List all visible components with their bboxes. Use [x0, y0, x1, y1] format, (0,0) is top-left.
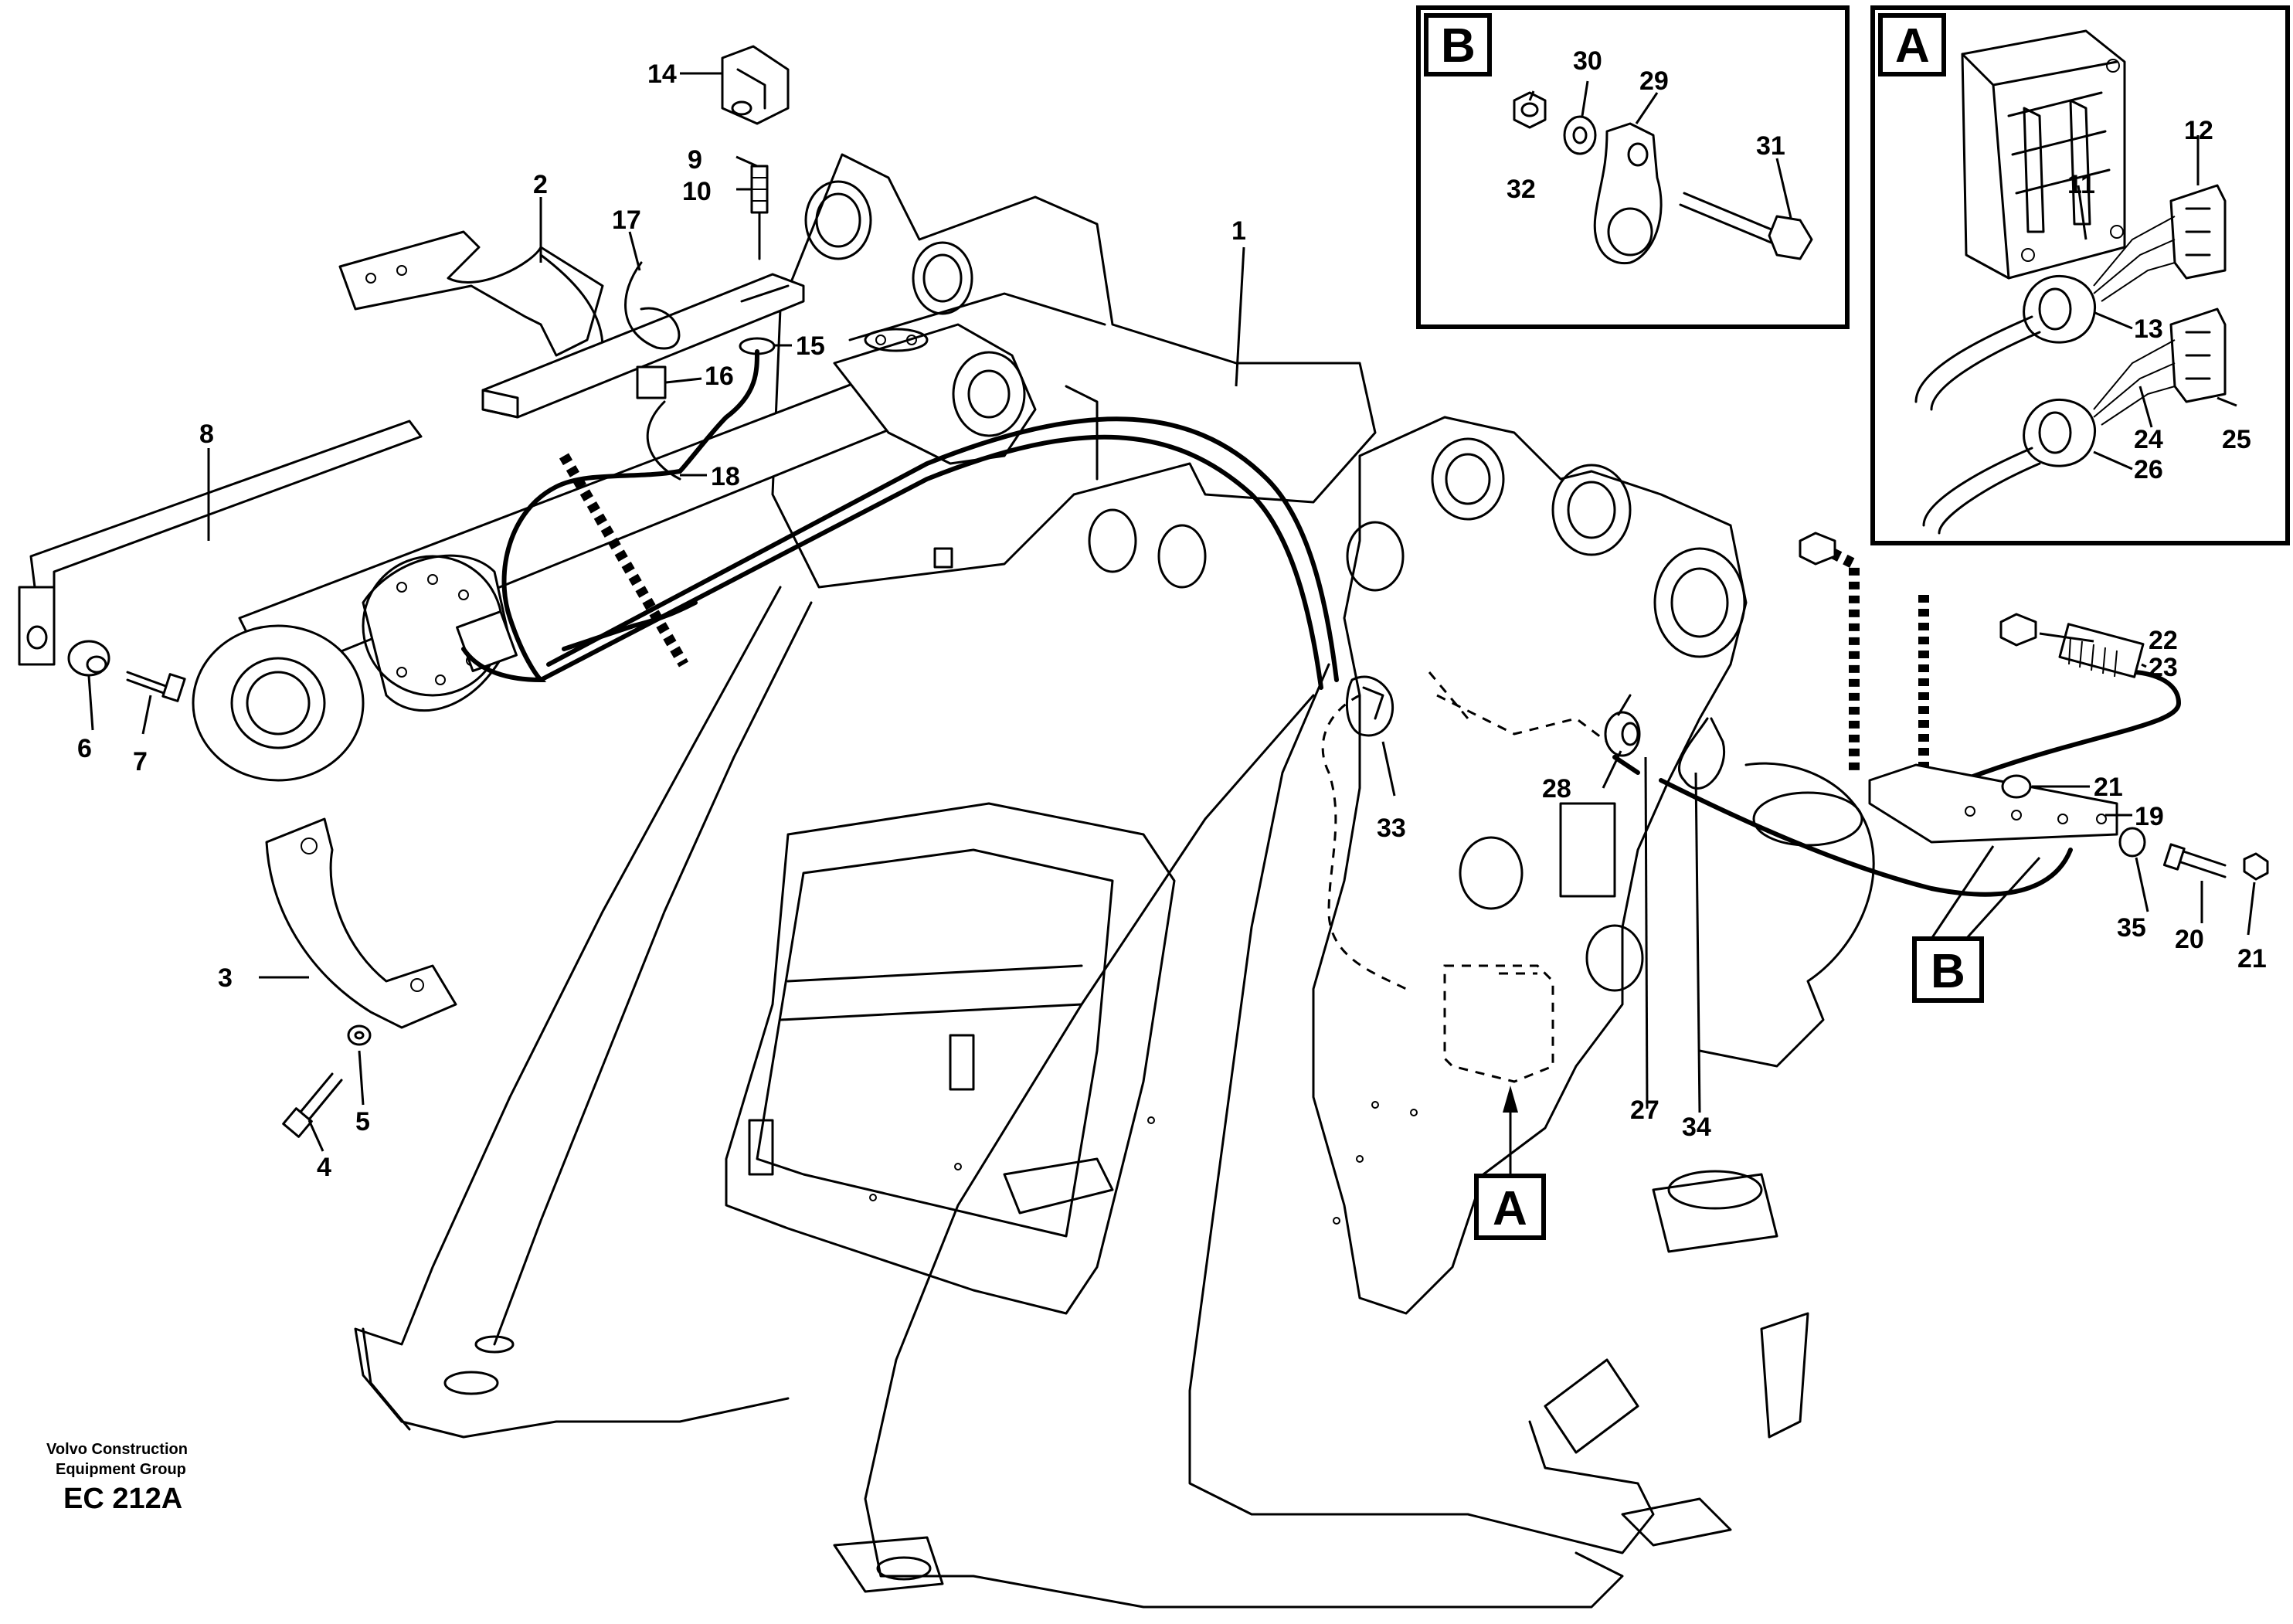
- clip-33: [1345, 675, 1394, 737]
- screw-4: [282, 1072, 343, 1138]
- callout-27: 27: [1630, 1096, 1659, 1125]
- callout-6: 6: [77, 734, 92, 763]
- callout-8: 8: [199, 420, 214, 449]
- bracket-19: [1868, 763, 2118, 844]
- nut-upper-left: [1799, 532, 1836, 566]
- callout-7: 7: [133, 747, 148, 776]
- sensor-9: [750, 165, 769, 260]
- callout-14: 14: [647, 59, 677, 89]
- ref-box-b: [1912, 936, 1984, 1003]
- sensor-22: [2058, 623, 2145, 678]
- callout-9: 9: [688, 145, 702, 175]
- clamp-strap-2: [338, 230, 604, 357]
- callout-31: 31: [1756, 131, 1785, 161]
- callout-17: 17: [612, 206, 641, 235]
- screw-20: [2162, 843, 2227, 878]
- callout-25: 25: [2222, 425, 2251, 454]
- bracket-14: [721, 45, 790, 125]
- footer-code: EC 212A: [63, 1483, 182, 1515]
- callout-4: 4: [317, 1153, 331, 1182]
- washer-35: [2118, 827, 2146, 858]
- detail-panel-b: [1416, 5, 1850, 329]
- detail-label-b: B: [1441, 19, 1476, 73]
- callout-34: 34: [1682, 1113, 1711, 1142]
- callout-21a: 21: [2094, 773, 2123, 802]
- callout-30: 30: [1573, 46, 1602, 76]
- screw-7: [126, 671, 186, 702]
- nut-21: [2243, 852, 2269, 881]
- clamp-3: [265, 817, 457, 1029]
- callout-18: 18: [711, 462, 740, 491]
- callout-32: 32: [1507, 175, 1536, 204]
- callout-22: 22: [2149, 626, 2178, 655]
- callout-26: 26: [2134, 455, 2163, 484]
- nut-upper-right: [1999, 613, 2037, 647]
- detail-label-a: A: [1895, 19, 1930, 73]
- footer-line1: Volvo Construction: [46, 1441, 188, 1458]
- ref-label-b: B: [1931, 945, 1965, 998]
- callout-33: 33: [1377, 814, 1406, 843]
- detail-panel-a: [1870, 5, 2290, 545]
- callout-labels: 1 2 3 4 5 6 7 8 9 10 11 12 13 14 15 16 1…: [77, 46, 2267, 1182]
- tie-34: [1678, 717, 1725, 790]
- leader-lines: [87, 72, 2256, 1152]
- washer-5: [347, 1024, 372, 1046]
- ref-b-arrows: [1930, 845, 2041, 940]
- connector-housing-dashed: [1443, 964, 1554, 1083]
- callout-5: 5: [355, 1107, 370, 1136]
- callout-35: 35: [2117, 913, 2146, 943]
- callout-12: 12: [2184, 116, 2213, 145]
- bar-8: [18, 420, 423, 666]
- ref-label-a: A: [1493, 1182, 1527, 1235]
- callout-3: 3: [218, 963, 233, 993]
- callout-19: 19: [2135, 802, 2164, 831]
- footer-line2: Equipment Group: [56, 1461, 186, 1478]
- callout-21b: 21: [2237, 944, 2267, 973]
- callout-11: 11: [2067, 170, 2095, 199]
- spacer-6: [67, 640, 110, 677]
- callout-10: 10: [682, 177, 712, 206]
- spacer-21: [2001, 774, 2032, 799]
- callout-29: 29: [1639, 66, 1669, 96]
- callout-15: 15: [796, 331, 825, 361]
- tube-bracket: [481, 273, 805, 419]
- block-16: [636, 365, 667, 399]
- callout-28: 28: [1542, 774, 1571, 804]
- tie-17: [624, 261, 681, 350]
- callout-23: 23: [2149, 653, 2178, 682]
- callout-1: 1: [1231, 216, 1246, 246]
- grommet-28: [1604, 694, 1641, 757]
- callout-13: 13: [2134, 314, 2163, 344]
- callout-2: 2: [533, 170, 548, 199]
- callout-16: 16: [705, 362, 734, 391]
- callout-24: 24: [2134, 425, 2163, 454]
- callout-20: 20: [2175, 925, 2204, 954]
